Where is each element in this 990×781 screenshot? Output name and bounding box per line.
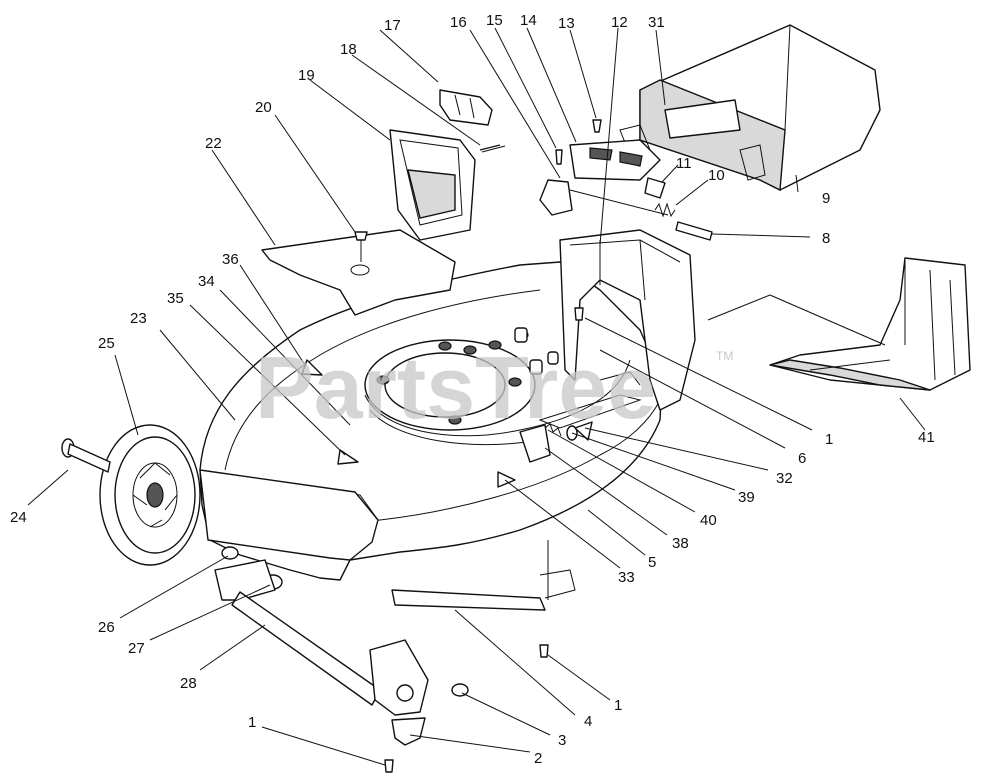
bracket-part-40 [519,423,578,463]
callout-34: 34 [198,273,215,290]
callout-15: 15 [486,12,503,29]
wheel-part-25 [99,424,201,566]
callout-23: 23 [130,310,147,327]
callout-36: 36 [222,251,239,268]
callout-1-bottom: 1 [248,714,256,731]
bracket-part-16 [539,179,573,216]
cap-part-17 [439,89,493,126]
mower-deck [199,261,663,581]
callout-1-right: 1 [825,431,833,448]
watermark-text: PartsTree [255,338,656,437]
callout-13: 13 [558,15,575,32]
bottom-bolts-part-1 [384,307,584,773]
watermark-tm: TM [716,349,733,363]
callout-33: 33 [618,569,635,586]
axle-assembly-part-28 [214,559,429,746]
deflector-part-12 [569,139,661,181]
callout-10: 10 [708,167,725,184]
baffle-part-22 [261,229,456,316]
callout-22: 22 [205,135,222,152]
discharge-chute-part-41 [769,257,971,391]
rear-door-part-31 [619,24,881,192]
bar-part-4 [391,569,576,611]
callout-12: 12 [611,14,628,31]
callout-9: 9 [822,190,830,207]
bag-frame-part-19 [389,129,476,241]
callout-20: 20 [255,99,272,116]
callout-35: 35 [167,290,184,307]
callout-39: 39 [738,489,755,506]
callout-5: 5 [648,554,656,571]
callout-25: 25 [98,335,115,352]
pin-part-8 [675,221,713,241]
callout-11: 11 [676,155,692,172]
rear-chute-frame [559,229,696,411]
spacer-part-3 [451,683,469,697]
bolt-part-24 [61,438,111,473]
washer-part-26 [221,546,239,560]
latch-part-11 [644,177,666,199]
callout-1-middle: 1 [614,697,622,714]
rod-part-10 [569,189,676,218]
leader-lines [27,27,926,766]
callout-8: 8 [822,230,830,247]
callout-26: 26 [98,619,115,636]
callout-6: 6 [798,450,806,467]
decals [301,359,593,488]
callout-41: 41 [918,429,935,446]
callout-24: 24 [10,509,27,526]
callout-3: 3 [558,732,566,749]
callout-31: 31 [648,14,665,31]
callout-16: 16 [450,14,467,31]
callout-labels: 17 18 19 20 22 16 15 14 13 12 31 11 10 9… [10,12,935,767]
callout-40: 40 [700,512,717,529]
small-screws [354,119,602,262]
callout-19: 19 [298,67,315,84]
callout-17: 17 [384,17,401,34]
callout-38: 38 [672,535,689,552]
callout-27: 27 [128,640,145,657]
callout-18: 18 [340,41,357,58]
callout-14: 14 [520,12,537,29]
callout-28: 28 [180,675,197,692]
callout-2: 2 [534,750,542,767]
callout-4: 4 [584,713,592,730]
callout-32: 32 [776,470,793,487]
